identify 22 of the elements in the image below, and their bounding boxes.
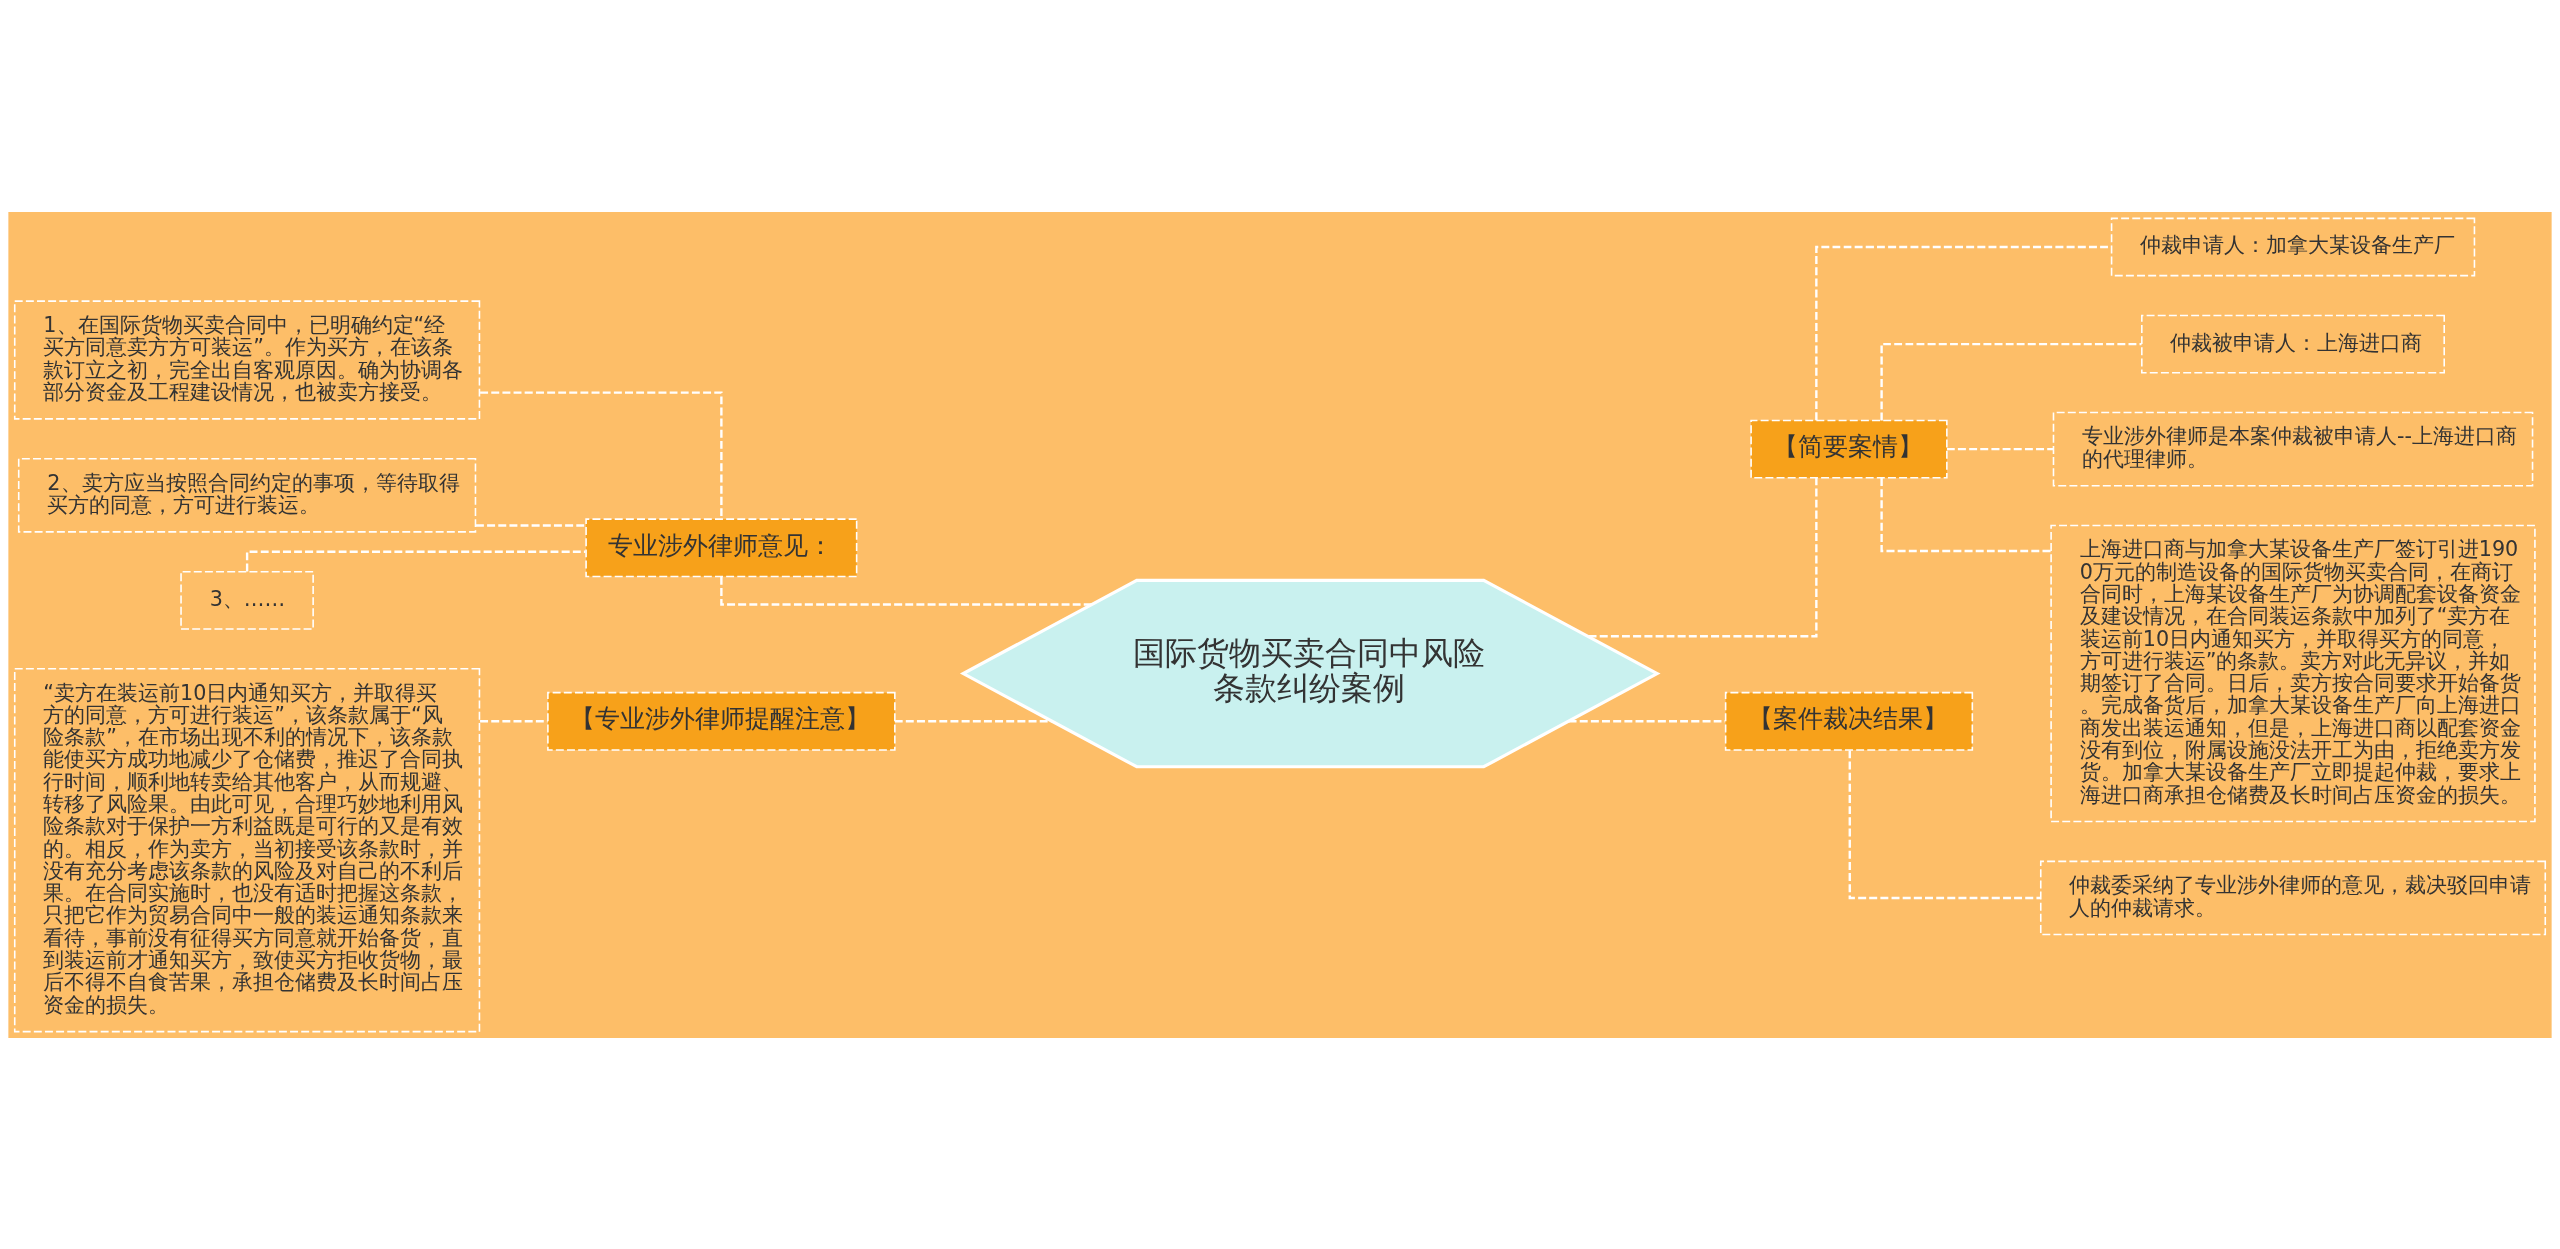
connector	[475, 523, 586, 527]
node-box: 仲裁被申请人：上海进口商	[2141, 314, 2445, 374]
node-box: 专业涉外律师意见：	[585, 517, 858, 577]
connector	[1848, 749, 2041, 899]
node-box: 仲裁委采纳了专业涉外律师的意见，裁决驳回申请人的仲裁请求。	[2039, 860, 2547, 935]
node-box: 【简要案情】	[1750, 419, 1948, 479]
connector	[480, 390, 723, 519]
node-box: 专业涉外律师是本案仲裁被申请人--上海进口商的代理律师。	[2052, 411, 2534, 487]
node-box: 仲裁申请人：加拿大某设备生产厂	[2110, 217, 2476, 276]
node-box: 【专业涉外律师提醒注意】	[547, 691, 896, 751]
connector	[894, 719, 1052, 722]
connector	[1588, 477, 1818, 637]
node-box: 【案件裁决结果】	[1724, 691, 1974, 751]
connector	[1946, 447, 2054, 450]
node-box: “卖方在装运前10日内通知买方，并取得买方的同意，方可进行装运”，该条款属于“风险条款”，在市场出现不利的情况下，该条款能使买方成功地减少了仓储费，推迟了合同执行时间，顺利地转卖给其他客户，从而规避、转移了风险果。由此可见，合理巧妙地利用风险条款对于保护一方利益既是可行的又是有效的。相反，作为卖方，当初接受该条款时，并没有充分考虑该条款的风险及对自己的不利后果。在合同实施时，也没有适时把握这条款，只把它作为贸易合同中一般的装运通知条款来看待，事前没有征得买方同意就开始备货，直到装运前才通知买方，致使买方拒收货物，最后不得不自食苦果，承担仓储费及长时间占压资金的损失。	[13, 667, 481, 1032]
connector	[1880, 342, 2142, 420]
connector	[480, 719, 548, 722]
node-box: 上海进口商与加拿大某设备生产厂签订引进1900万元的制造设备的国际货物买卖合同，在商订合同时，上海某设备生产厂为协调配套设备资金及建设情况，在合同装运条款中加列了“卖方在装运前10日内通知买方，并取得买方的同意，方可进行装运”的条款。卖方对此无异议，并如期签订了合同。日后，卖方按合同要求开始备货。完成备货后，加拿大某设备生产厂向上海进口商发出装运通知，但是，上海进口商以配套资金没有到位，附属设施没法开工为由，拒绝卖方发货。加拿大某设备生产厂立即提起仲裁，要求上海进口商承担仓储费及长时间占压资金的损失。	[2050, 524, 2536, 822]
node-box: 2、卖方应当按照合同约定的事项，等待取得买方的同意，方可进行装运。	[17, 457, 477, 533]
node-box: 1、在国际货物买卖合同中，已明确约定“经买方同意卖方方可装运”。作为买方，在该条款订立之初，完全出自客观原因。确为协调各部分资金及工程建设情况，也被卖方接受。	[13, 299, 481, 420]
connector	[1880, 477, 2051, 552]
node-box: 3、……	[180, 570, 314, 630]
